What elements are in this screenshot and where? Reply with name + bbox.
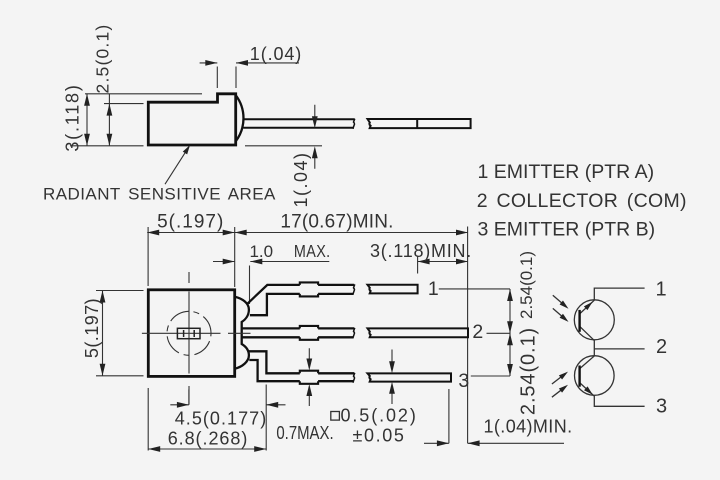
svg-text:2: 2 — [472, 321, 483, 343]
svg-text:1(.04): 1(.04) — [250, 44, 302, 64]
svg-text:RADIANT SENSITIVE AREA: RADIANT SENSITIVE AREA — [43, 185, 276, 204]
svg-text:1.0: 1.0 — [249, 242, 273, 261]
svg-text:3 EMITTER (PTR B): 3 EMITTER (PTR B) — [478, 219, 656, 241]
svg-text:6.8(.268): 6.8(.268) — [168, 429, 249, 449]
svg-text:2.54(0.1): 2.54(0.1) — [518, 327, 540, 415]
svg-text:1: 1 — [655, 279, 666, 301]
svg-text:MAX.: MAX. — [294, 242, 331, 262]
svg-text:1: 1 — [428, 278, 439, 300]
svg-text:0.5(.02): 0.5(.02) — [341, 406, 418, 426]
svg-text:2.54(0.1): 2.54(0.1) — [517, 251, 536, 319]
svg-text:17(0.67)MIN.: 17(0.67)MIN. — [280, 212, 393, 233]
svg-text:3(.118)MIN.: 3(.118)MIN. — [370, 241, 472, 261]
svg-text:3(.118): 3(.118) — [63, 83, 83, 151]
svg-text:3: 3 — [656, 396, 667, 418]
svg-text:5(.197): 5(.197) — [157, 212, 224, 233]
svg-text:2: 2 — [656, 336, 667, 358]
svg-text:1(.04)MIN.: 1(.04)MIN. — [483, 417, 572, 437]
svg-text:1 EMITTER (PTR A): 1 EMITTER (PTR A) — [478, 161, 655, 183]
svg-text:3: 3 — [458, 370, 469, 392]
svg-text:2 COLLECTOR (COM): 2 COLLECTOR (COM) — [477, 190, 687, 212]
svg-text:1(.04): 1(.04) — [291, 151, 311, 207]
svg-text:4.5(0.177): 4.5(0.177) — [175, 409, 268, 429]
svg-text:±0.05: ±0.05 — [353, 426, 406, 446]
svg-text:5(.197): 5(.197) — [82, 298, 102, 358]
svg-text:0.7MAX.: 0.7MAX. — [276, 423, 333, 444]
svg-text:2.5(0.1): 2.5(0.1) — [93, 24, 113, 94]
